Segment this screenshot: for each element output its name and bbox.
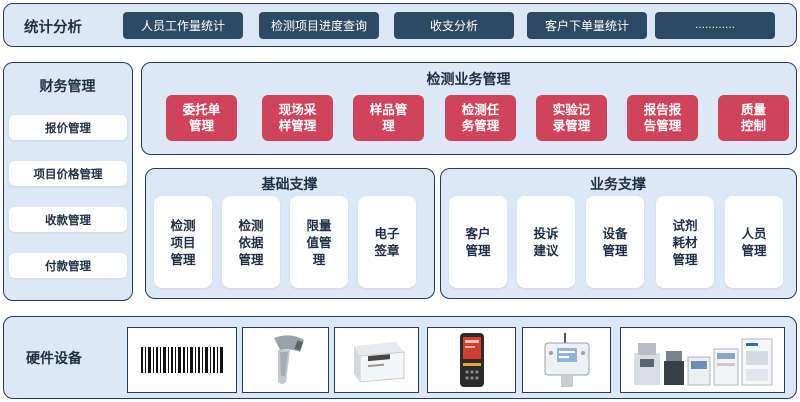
- testing-item-report[interactable]: 报告报 告管理: [627, 95, 698, 141]
- testing-item-quality[interactable]: 质量 控制: [718, 95, 789, 141]
- business-item-complaint[interactable]: 投诉 建议: [517, 196, 575, 288]
- stats-title: 统计分析: [24, 20, 82, 36]
- business-item-personnel[interactable]: 人员 管理: [725, 196, 783, 288]
- stats-button-order-stats[interactable]: 客户下单量统计: [527, 12, 647, 39]
- handheld-terminal-icon: [459, 333, 484, 387]
- hardware-device-barcode: [127, 327, 237, 393]
- basic-item-e-signature[interactable]: 电子 签章: [358, 196, 416, 288]
- stats-button-staff-workload[interactable]: 人员工作量统计: [123, 12, 243, 39]
- business-title: 业务支撑: [590, 177, 646, 193]
- sensor-monitor-icon: [544, 333, 589, 387]
- hardware-title: 硬件设备: [26, 351, 82, 367]
- basic-item-limit-value[interactable]: 限量 值管 理: [290, 196, 348, 288]
- barcode-icon: [139, 345, 225, 375]
- hardware-device-lab: [620, 327, 785, 393]
- finance-item-receipt[interactable]: 收款管理: [9, 207, 127, 232]
- hardware-device-printer: [334, 327, 419, 393]
- finance-item-quote[interactable]: 报价管理: [9, 115, 127, 140]
- business-panel: 业务支撑 客户 管理 投诉 建议 设备 管理 试剂 耗材 管理 人员 管理: [440, 168, 797, 299]
- business-item-customer[interactable]: 客户 管理: [449, 196, 507, 288]
- lab-instruments-icon: [633, 338, 772, 386]
- testing-item-sample[interactable]: 样品管 理: [353, 95, 424, 141]
- testing-panel: 检测业务管理 委托单 管理 现场采 样管理 样品管 理 检测任 务管理 实验记 …: [141, 62, 797, 155]
- finance-title: 财务管理: [39, 79, 96, 95]
- basic-title: 基础支撑: [261, 177, 318, 193]
- stats-panel: 统计分析 人员工作量统计 检测项目进度查询 收支分析 客户下单量统计 …………: [3, 3, 797, 47]
- finance-item-payment[interactable]: 付款管理: [9, 253, 127, 278]
- stats-button-more[interactable]: …………: [655, 12, 775, 39]
- hardware-device-handheld: [427, 327, 516, 393]
- hardware-device-scanner: [242, 327, 329, 393]
- barcode-scanner-icon: [273, 335, 304, 384]
- testing-item-record[interactable]: 实验记 录管理: [536, 95, 607, 141]
- finance-item-price[interactable]: 项目价格管理: [9, 161, 127, 186]
- testing-item-task[interactable]: 检测任 务管理: [445, 95, 516, 141]
- testing-item-commission[interactable]: 委托单 管理: [166, 95, 237, 141]
- business-item-equipment[interactable]: 设备 管理: [586, 196, 644, 288]
- hardware-device-monitor: [522, 327, 611, 393]
- stats-button-income-analysis[interactable]: 收支分析: [394, 12, 514, 39]
- stats-button-progress-query[interactable]: 检测项目进度查询: [259, 12, 379, 39]
- basic-panel: 基础支撑 检测 项目 管理 检测 依据 管理 限量 值管 理 电子 签章: [145, 168, 435, 299]
- basic-item-test-project[interactable]: 检测 项目 管理: [154, 196, 212, 288]
- finance-panel: 财务管理 报价管理 项目价格管理 收款管理 付款管理: [3, 62, 133, 301]
- label-printer-icon: [353, 342, 404, 383]
- basic-item-test-basis[interactable]: 检测 依据 管理: [222, 196, 280, 288]
- business-item-reagent[interactable]: 试剂 耗材 管理: [656, 196, 714, 288]
- testing-item-sampling[interactable]: 现场采 样管理: [262, 95, 333, 141]
- testing-title: 检测业务管理: [426, 72, 511, 88]
